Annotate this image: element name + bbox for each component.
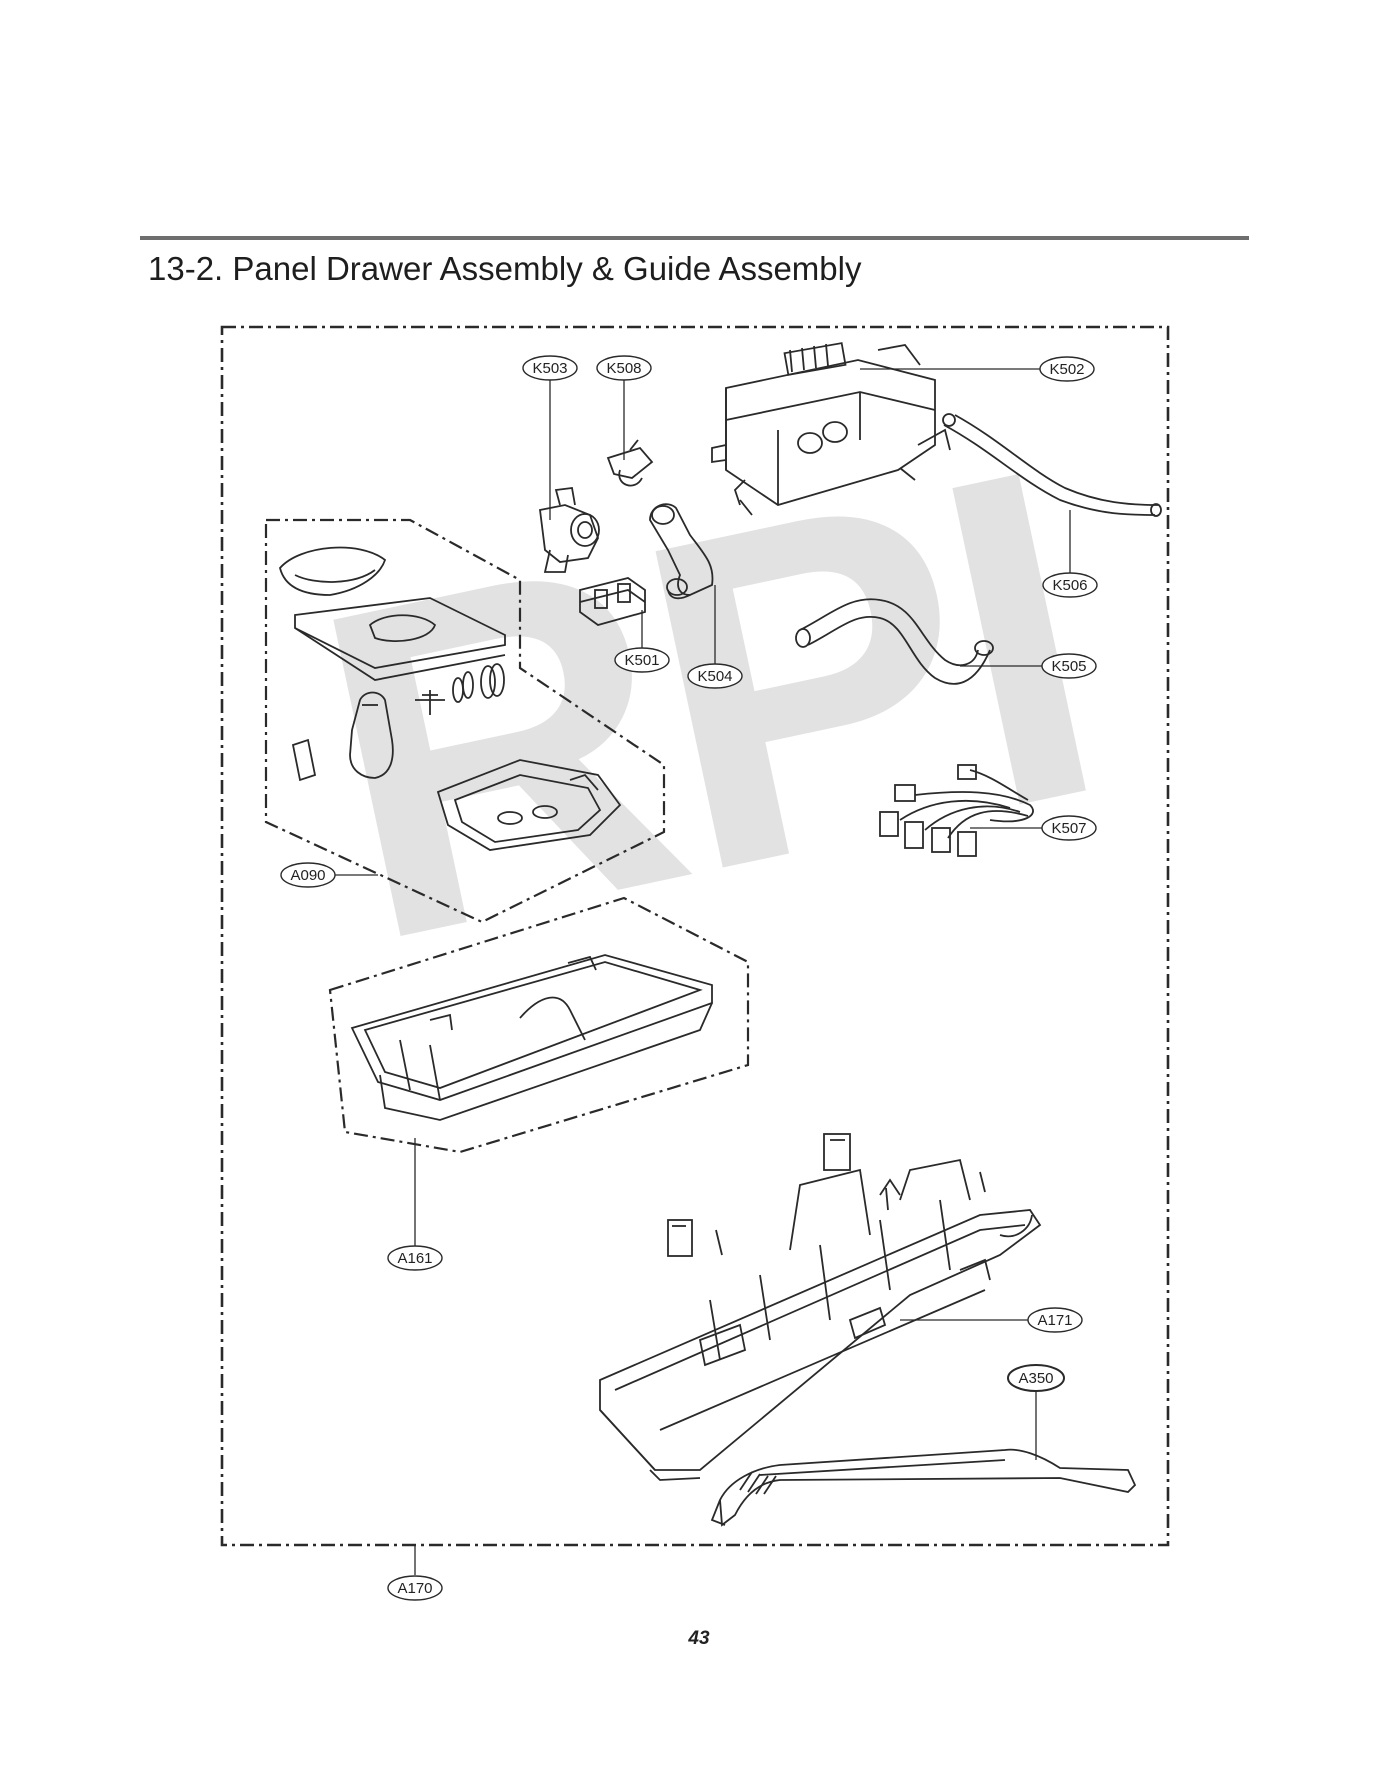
callout-bubble-a170 — [387, 1575, 443, 1601]
leader-lines — [335, 368, 1071, 1575]
callout-bubble-a350 — [1007, 1364, 1065, 1392]
callout-a090: A090 — [290, 867, 325, 884]
callout-bubble-k503 — [522, 355, 578, 381]
callout-k504: K504 — [697, 668, 732, 685]
callout-k502: K502 — [1049, 361, 1084, 378]
part-a090-drawer-set — [279, 546, 622, 851]
callout-a350: A350 — [1018, 1370, 1053, 1387]
section-title: 13-2. Panel Drawer Assembly & Guide Asse… — [148, 250, 862, 287]
callout-k506: K506 — [1052, 577, 1087, 594]
callout-k507: K507 — [1051, 820, 1086, 837]
group-outline-a161 — [328, 896, 750, 1154]
callout-k505: K505 — [1051, 658, 1086, 675]
callout-bubble-k501 — [614, 647, 670, 673]
part-k503-solenoid — [539, 487, 600, 573]
assembly-frame-a170 — [220, 325, 1170, 1547]
part-a171-guide — [599, 1158, 1042, 1481]
callout-a161: A161 — [397, 1250, 432, 1267]
part-k507-harness — [879, 764, 1034, 857]
part-k501-bracket — [579, 577, 646, 626]
callout-bubble-k506 — [1042, 572, 1098, 598]
callout-bubble-k502 — [1039, 356, 1095, 382]
part-a350-rail — [710, 1448, 1137, 1527]
callout-k508: K508 — [606, 360, 641, 377]
part-k502-valve — [711, 342, 951, 516]
part-a161-tray — [350, 954, 713, 1121]
part-k505-hose — [795, 598, 994, 685]
callout-bubble-a171 — [1027, 1307, 1083, 1333]
page-number: 43 — [688, 1628, 710, 1649]
callout-bubble-a161 — [387, 1245, 443, 1271]
callout-bubble-k507 — [1041, 815, 1097, 841]
title-rule — [140, 236, 1249, 240]
part-small-clips — [667, 1133, 851, 1257]
callout-k501: K501 — [624, 652, 659, 669]
callout-bubble-k505 — [1041, 653, 1097, 679]
callout-bubble-k504 — [687, 663, 743, 689]
callout-bubbles — [280, 355, 1098, 1601]
part-k504-hose — [649, 503, 714, 600]
callout-bubble-a090 — [280, 862, 336, 888]
part-k506-hose — [942, 413, 1162, 517]
group-outline-a090 — [264, 518, 666, 924]
callout-bubble-k508 — [596, 355, 652, 381]
callout-a171: A171 — [1037, 1312, 1072, 1329]
callout-k503: K503 — [532, 360, 567, 377]
part-k508-clip — [606, 439, 654, 487]
callout-a170: A170 — [397, 1580, 432, 1597]
